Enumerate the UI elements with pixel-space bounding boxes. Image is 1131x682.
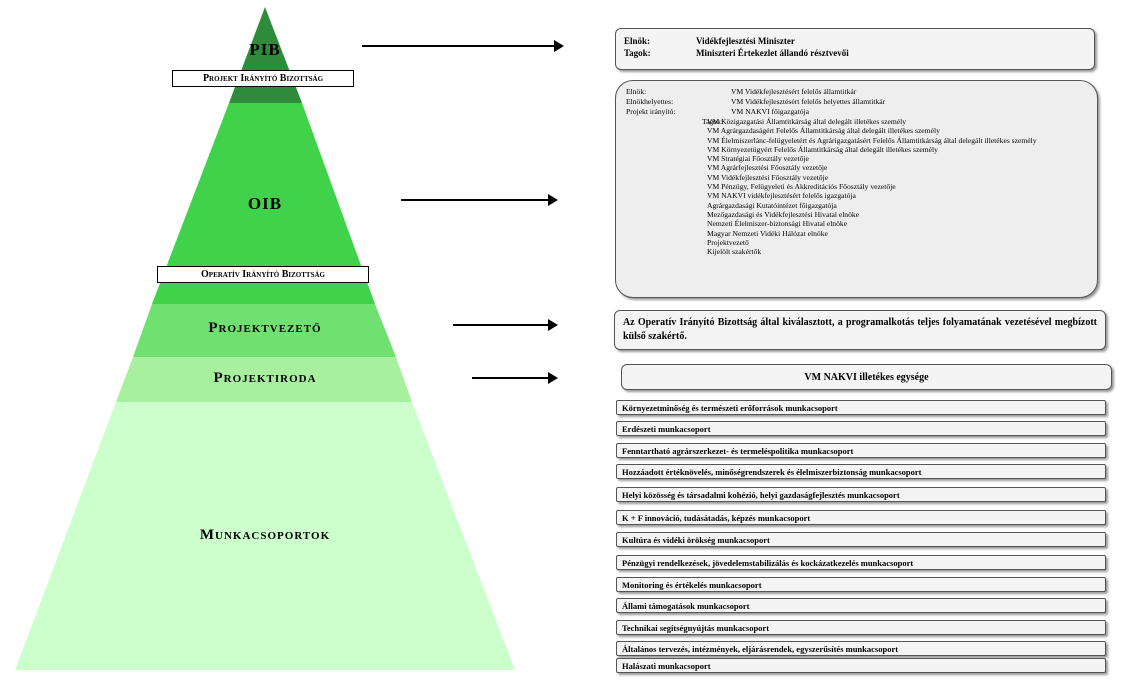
projektiroda-info-box: VM NAKVI illetékes egysége bbox=[621, 364, 1112, 390]
workgroup-item: Pénzügyi rendelkezések, jövedelemstabili… bbox=[616, 555, 1106, 570]
oib-member: Magyar Nemzeti Vidéki Hálózat elnöke bbox=[707, 228, 828, 238]
oib-members-key: Tagok: bbox=[702, 117, 723, 126]
workgroup-item: Hozzáadott értéknövelés, minőségrendszer… bbox=[616, 464, 1106, 479]
organization-pyramid bbox=[15, 7, 515, 670]
workgroup-item: Monitoring és értékelés munkacsoport bbox=[616, 577, 1106, 592]
projektvezeto-info-box: Az Operatív Irányító Bizottság által kiv… bbox=[614, 310, 1106, 350]
tier-projektiroda-label: Projektiroda bbox=[213, 370, 317, 386]
oib-member: VM Vidékfejlesztési Főosztály vezetője bbox=[707, 172, 829, 182]
oib-member: VM Közigazgatási Államtitkárság által de… bbox=[707, 117, 907, 126]
arrow-projektiroda bbox=[472, 372, 558, 384]
oib-member: VM Stratégiai Főosztály vezetője bbox=[707, 154, 809, 164]
workgroup-item: Környezetminőség és természeti erőforrás… bbox=[616, 400, 1106, 415]
workgroup-item: K + F innováció, tudásátadás, képzés mun… bbox=[616, 510, 1106, 525]
oib-member: Nemzeti Élelmiszer-biztonsági Hivatal el… bbox=[707, 219, 848, 229]
workgroup-item: Halászati munkacsoport bbox=[616, 658, 1106, 673]
tier-projektvezeto-label: Projektvezető bbox=[208, 320, 322, 336]
pib-row-members: Tagok: Miniszteri Értekezlet állandó rés… bbox=[624, 47, 1086, 59]
pib-info-box: Elnök: Vidékfejlesztési Miniszter Tagok:… bbox=[615, 28, 1095, 70]
pib-committee-label: Projekt Irányító Bizottság bbox=[172, 70, 354, 87]
oib-vice-chair-key: Elnökhelyettes: bbox=[626, 97, 674, 106]
oib-chair-value: VM Vidékfejlesztésért felelős államtitká… bbox=[731, 87, 857, 96]
projektvezeto-description: Az Operatív Irányító Bizottság által kiv… bbox=[623, 317, 1097, 342]
oib-member: Projektvezető bbox=[707, 237, 749, 247]
oib-member: VM Élelmiszerlánc-felügyeletért és Agrár… bbox=[707, 135, 1037, 145]
oib-row-chair: Elnök: VM Vidékfejlesztésért felelős áll… bbox=[626, 87, 1087, 97]
oib-vice-chair-value: VM Vidékfejlesztésért felelős helyettes … bbox=[731, 97, 886, 106]
workgroup-item: Általános tervezés, intézmények, eljárás… bbox=[616, 641, 1106, 656]
tier-munkacsoportok-label: Munkacsoportok bbox=[199, 527, 331, 543]
pib-members-value: Miniszteri Értekezlet állandó résztvevői bbox=[696, 48, 849, 58]
oib-member: Mezőgazdasági és Vidékfejlesztési Hivata… bbox=[707, 209, 860, 219]
oib-member: VM Agrárfejlesztési Főosztály vezetője bbox=[707, 163, 828, 173]
oib-info-box: Elnök: VM Vidékfejlesztésért felelős áll… bbox=[615, 80, 1098, 298]
arrow-pib bbox=[362, 40, 564, 52]
tier-munkacsoportok-shape bbox=[15, 402, 515, 670]
workgroup-item: Helyi közösség és társadalmi kohézió, he… bbox=[616, 487, 1106, 502]
oib-members: Tagok: VM Közigazgatási Államtitkárság á… bbox=[626, 117, 1087, 256]
oib-member: VM NAKVI vidékfejlesztésért felelős igaz… bbox=[707, 191, 856, 201]
oib-chair-key: Elnök: bbox=[626, 87, 647, 96]
arrow-oib bbox=[401, 194, 558, 206]
workgroup-item: Erdészeti munkacsoport bbox=[616, 421, 1106, 436]
arrow-projektvezeto bbox=[453, 319, 558, 331]
oib-row-vice-chair: Elnökhelyettes: VM Vidékfejlesztésért fe… bbox=[626, 97, 1087, 107]
tier-projektvezeto-shape bbox=[133, 304, 396, 357]
oib-member: VM Agrárgazdaságért Felelős Államtitkárs… bbox=[707, 126, 940, 136]
pib-row-chair: Elnök: Vidékfejlesztési Miniszter bbox=[624, 35, 1086, 47]
oib-committee-label: Operatív Irányító Bizottság bbox=[157, 266, 369, 283]
tier-oib-label: OIB bbox=[247, 194, 283, 213]
oib-member: VM Pénzügy, Felügyeleti és Akkreditációs… bbox=[707, 182, 896, 192]
workgroup-item: Technikai segítségnyújtás munkacsoport bbox=[616, 620, 1106, 635]
projektiroda-description: VM NAKVI illetékes egysége bbox=[804, 372, 929, 383]
oib-member: Kijelölt szakértők bbox=[707, 247, 762, 257]
oib-row-project-director: Projekt irányító: VM NAKVI főigazgatója bbox=[626, 107, 1087, 117]
tier-oib-shape bbox=[152, 103, 375, 304]
oib-members-list: VM Közigazgatási Államtitkárság által de… bbox=[707, 117, 1087, 256]
oib-member: Agrárgazdasági Kutatóintézet főigazgatój… bbox=[707, 200, 837, 210]
oib-member: VM Környezetügyért Felelős Államtitkársá… bbox=[707, 144, 938, 154]
workgroup-item: Állami támogatások munkacsoport bbox=[616, 598, 1106, 613]
pib-chair-value: Vidékfejlesztési Miniszter bbox=[696, 36, 795, 46]
pib-chair-key: Elnök: bbox=[624, 36, 651, 46]
workgroup-item: Kultúra és vidéki örökség munkacsoport bbox=[616, 532, 1106, 547]
pib-members-key: Tagok: bbox=[624, 48, 651, 58]
tier-pib-label: PIB bbox=[249, 40, 281, 59]
workgroup-item: Fenntartható agrárszerkezet- és termelés… bbox=[616, 443, 1106, 458]
tier-projektiroda-shape bbox=[116, 357, 412, 402]
oib-project-director-key: Projekt irányító: bbox=[626, 107, 676, 116]
oib-project-director-value: VM NAKVI főigazgatója bbox=[731, 107, 810, 116]
